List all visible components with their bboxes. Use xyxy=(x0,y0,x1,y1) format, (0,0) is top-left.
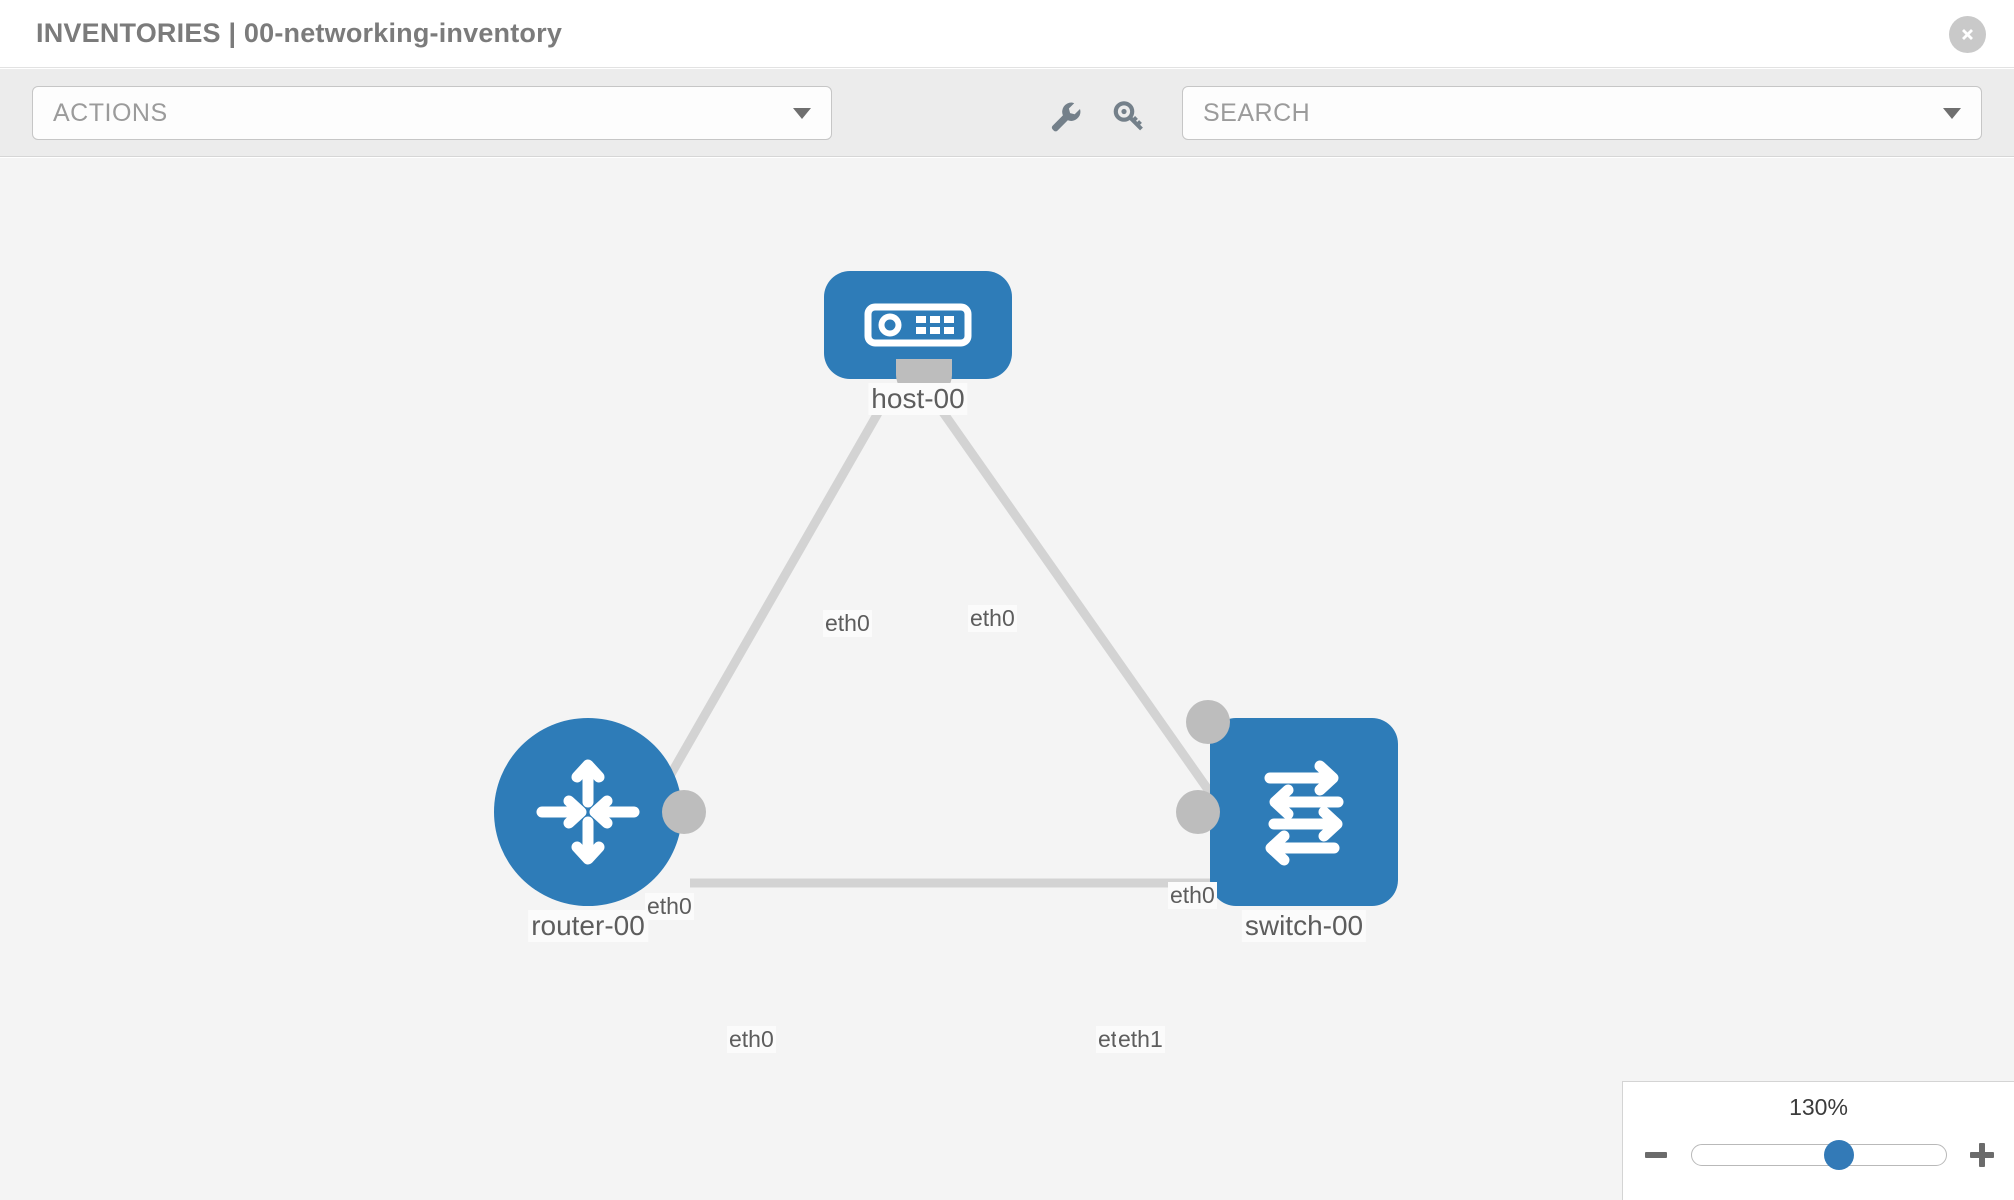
node-connector-nub[interactable] xyxy=(662,790,706,834)
node-label-router-00: router-00 xyxy=(528,910,648,942)
actions-dropdown-label: ACTIONS xyxy=(53,98,168,127)
node-connector-nub[interactable] xyxy=(1186,700,1230,744)
iface-label: eth0 xyxy=(727,1026,776,1053)
iface-label: eth0 xyxy=(823,610,872,637)
key-glyph xyxy=(1113,101,1143,131)
close-icon[interactable] xyxy=(1949,16,1986,53)
router-arrows-icon xyxy=(536,759,640,865)
zoom-level-label: 130% xyxy=(1789,1094,1848,1120)
wrench-icon[interactable] xyxy=(1046,97,1084,135)
zoom-slider-row xyxy=(1623,1132,2014,1178)
topology-canvas[interactable]: host-00 xyxy=(0,158,2014,1200)
zoom-slider-track[interactable] xyxy=(1691,1140,1947,1170)
minus-icon xyxy=(1645,1152,1667,1158)
zoom-out-button[interactable] xyxy=(1639,1138,1673,1172)
close-x-glyph xyxy=(1962,29,1973,40)
iface-label: eth0 xyxy=(645,893,694,920)
iface-label: eth1 xyxy=(1116,1026,1165,1053)
key-icon[interactable] xyxy=(1110,97,1148,135)
zoom-in-button[interactable] xyxy=(1965,1138,1999,1172)
zoom-control-panel: 130% xyxy=(1622,1081,2014,1200)
iface-label: eth0 xyxy=(968,605,1017,632)
chevron-down-icon xyxy=(793,107,811,119)
search-input[interactable]: SEARCH xyxy=(1182,86,1982,140)
edge-host-switch[interactable] xyxy=(936,405,1232,821)
topology-node-switch-00[interactable]: switch-00 xyxy=(1176,700,1398,942)
node-label-host-00: host-00 xyxy=(868,383,968,415)
actions-dropdown[interactable]: ACTIONS xyxy=(32,86,832,140)
switch-arrows-icon xyxy=(1264,760,1344,866)
switch-node-shape xyxy=(1210,718,1398,906)
server-icon xyxy=(864,303,972,347)
node-label-switch-00: switch-00 xyxy=(1241,910,1367,942)
zoom-slider-thumb[interactable] xyxy=(1824,1140,1855,1170)
search-input-value: SEARCH xyxy=(1203,98,1311,127)
toolbar: ACTIONS SEARCH xyxy=(0,69,2014,157)
page-header: INVENTORIES | 00-networking-inventory xyxy=(0,0,2014,68)
page-title: INVENTORIES | 00-networking-inventory xyxy=(36,18,563,48)
router-node-shape xyxy=(494,718,682,906)
topology-node-host-00[interactable]: host-00 xyxy=(824,271,1012,415)
topology-node-router-00[interactable]: router-00 xyxy=(494,718,706,942)
chevron-down-icon xyxy=(1943,107,1961,119)
iface-label: eth0 xyxy=(1168,882,1217,909)
plus-icon xyxy=(1970,1143,1994,1167)
wrench-glyph xyxy=(1051,102,1081,132)
node-connector-nub[interactable] xyxy=(1176,790,1220,834)
